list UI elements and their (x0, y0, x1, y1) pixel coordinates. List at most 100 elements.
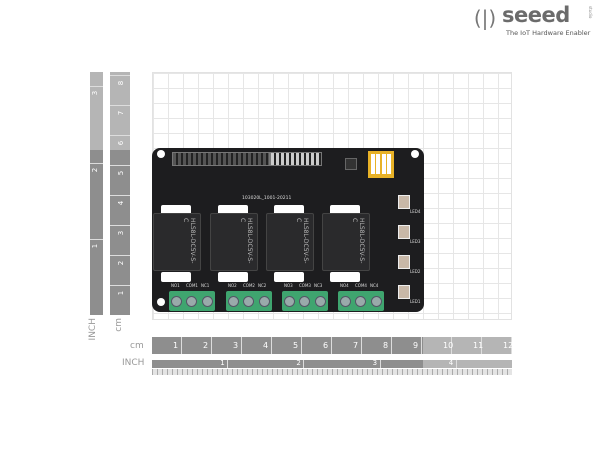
dip-lever[interactable] (370, 154, 375, 174)
relay: HLS8L-DC5V-S-C (266, 213, 314, 271)
terminal-label: COM1 (186, 283, 198, 288)
led-label: LED2 (410, 269, 421, 274)
dip-switch[interactable] (368, 151, 394, 178)
gpio-header (172, 152, 270, 166)
cm-tick-mark (181, 337, 182, 354)
cm-tick-mark (271, 337, 272, 354)
relay: HLS8L-DC5V-S-C (210, 213, 258, 271)
screw-terminal[interactable] (243, 295, 255, 307)
inch-ruler-light (423, 360, 512, 368)
inch-tick-mark (455, 360, 457, 368)
board-silkscreen: 103020L_1001-20211 (242, 196, 292, 201)
screw-terminal[interactable] (340, 295, 352, 307)
terminal-block[interactable] (282, 291, 328, 311)
cm-tick-label: 2 (203, 341, 209, 350)
vertical-inch-tick-mark (90, 86, 103, 88)
cm-tick-label: 6 (323, 341, 329, 350)
relay-cutout (218, 205, 248, 215)
cm-tick-mark (241, 337, 242, 354)
cm-tick-mark (361, 337, 362, 354)
cm-ruler (152, 337, 423, 354)
vertical-cm-tick-label: 1 (117, 290, 126, 296)
inch-tick-label: 4 (448, 359, 454, 367)
terminal-block[interactable] (338, 291, 384, 311)
screw-terminal[interactable] (228, 295, 240, 307)
cm-ruler-light (423, 337, 512, 354)
inch-tick-mark (379, 360, 381, 368)
vertical-inch-tick-label: 1 (91, 243, 100, 249)
vertical-cm-tick-label: 2 (117, 260, 126, 266)
cm-tick-mark (451, 337, 452, 354)
inch-tick-mark (303, 360, 305, 368)
dip-lever[interactable] (387, 154, 392, 174)
cm-tick-label: 4 (263, 341, 269, 350)
screw-terminal[interactable] (314, 295, 326, 307)
relay-cutout (274, 205, 304, 215)
relay-cutout (218, 272, 248, 282)
brand-name: seeed (502, 3, 570, 27)
mount-hole (157, 298, 165, 306)
relay-cutout (274, 272, 304, 282)
terminal-label: NC2 (258, 283, 267, 288)
cm-tick-label: 1 (173, 341, 179, 350)
terminal-label: COM4 (355, 283, 367, 288)
screw-terminal[interactable] (355, 295, 367, 307)
relay-cutout (161, 272, 191, 282)
vertical-cm-tick-mark (110, 105, 130, 106)
cm-tick-label: 3 (233, 341, 239, 350)
vertical-cm-tick-label: 8 (117, 80, 126, 86)
cm-tick-mark (391, 337, 392, 354)
status-led (398, 255, 410, 269)
screw-terminal[interactable] (370, 295, 382, 307)
status-led (398, 225, 410, 239)
mount-hole (411, 150, 419, 158)
status-led (398, 195, 410, 209)
relay-cutout (161, 205, 191, 215)
vertical-cm-tick-mark (110, 255, 130, 256)
relay-cutout (330, 205, 360, 215)
terminal-label: NC3 (314, 283, 323, 288)
vertical-inch-tick-mark (90, 162, 103, 164)
seeed-logo-icon: (|) (473, 6, 497, 30)
screw-terminal[interactable] (186, 295, 198, 307)
screw-terminal[interactable] (258, 295, 270, 307)
inch-tick-label: 3 (372, 359, 378, 367)
terminal-block[interactable] (226, 291, 272, 311)
vertical-cm-tick-label: 3 (117, 230, 126, 236)
led-label: LED4 (410, 209, 421, 214)
terminal-label: NO4 (340, 283, 349, 288)
inch-label: INCH (122, 358, 145, 368)
dip-lever[interactable] (376, 154, 381, 174)
relay: HLS8L-DC5V-S-C (153, 213, 201, 271)
vertical-cm-tick-label: 7 (117, 110, 126, 116)
screw-terminal[interactable] (299, 295, 311, 307)
terminal-label: NO2 (228, 283, 237, 288)
cm-tick-label: 5 (293, 341, 299, 350)
brand-reg: studio (588, 6, 593, 19)
screw-terminal[interactable] (284, 295, 296, 307)
cm-tick-label: 12 (503, 341, 514, 350)
vertical-inch-label: INCH (88, 318, 98, 341)
cm-tick-label: 11 (473, 341, 484, 350)
cm-tick-label: 8 (383, 341, 389, 350)
vertical-inch-ruler (90, 150, 103, 315)
screw-terminal[interactable] (201, 295, 213, 307)
screw-terminal[interactable] (171, 295, 183, 307)
terminal-label: NO3 (284, 283, 293, 288)
cm-tick-mark (421, 337, 422, 354)
brand-tagline: The IoT Hardware Enabler (506, 29, 591, 37)
terminal-block[interactable] (169, 291, 215, 311)
vertical-inch-ruler-light (90, 72, 103, 150)
status-led (398, 285, 410, 299)
vertical-cm-tick-label: 5 (117, 170, 126, 176)
vertical-cm-tick-mark (110, 165, 130, 166)
relay: HLS8L-DC5V-S-C (322, 213, 370, 271)
cm-tick-mark (331, 337, 332, 354)
terminal-label: NC1 (201, 283, 210, 288)
vertical-cm-tick-mark (110, 195, 130, 196)
dip-lever[interactable] (381, 154, 386, 174)
mount-hole (157, 150, 165, 158)
cm-label: cm (130, 341, 144, 351)
vertical-cm-ruler-light (110, 72, 130, 150)
vertical-cm-tick-mark (110, 285, 130, 286)
